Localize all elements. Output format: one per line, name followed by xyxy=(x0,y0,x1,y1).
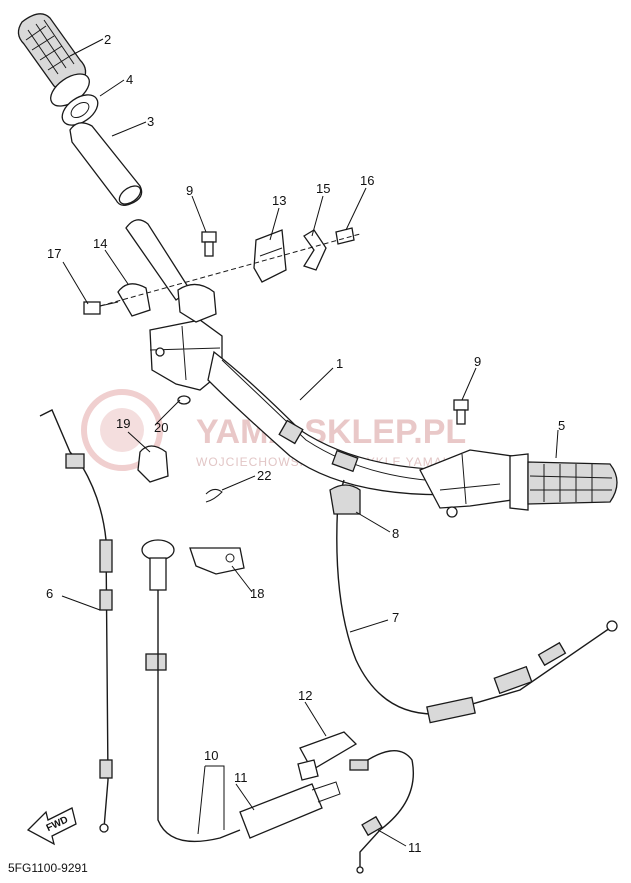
callout-21: 20 xyxy=(154,420,168,435)
callout-8: 8 xyxy=(392,526,399,541)
callout-5: 5 xyxy=(558,418,565,433)
callout-6: 6 xyxy=(46,586,53,601)
clip-22 xyxy=(205,488,223,503)
starter-cable xyxy=(141,539,341,843)
callout-13: 12 xyxy=(298,688,312,703)
left-grip xyxy=(17,13,90,107)
callout-22: 22 xyxy=(257,468,271,483)
left-lever-housing xyxy=(149,283,223,391)
screw-18 xyxy=(83,301,119,315)
bolt-9-right xyxy=(453,399,469,425)
callout-17: 16 xyxy=(360,173,374,188)
callout-14: 13 xyxy=(272,193,286,208)
clip-16 xyxy=(303,229,327,271)
throttle-cable xyxy=(329,479,618,724)
leader-lines xyxy=(61,38,559,847)
fwd-arrow: FWD xyxy=(26,807,77,846)
callout-1: 1 xyxy=(336,356,343,371)
callout-18: 17 xyxy=(47,246,61,261)
callout-3: 3 xyxy=(147,114,154,129)
handlebar-left-end xyxy=(125,219,191,301)
callout-2: 2 xyxy=(104,32,111,47)
cable-12 xyxy=(349,750,414,874)
bolt-9-left xyxy=(201,231,217,257)
callout-9-right: 9 xyxy=(474,354,481,369)
alignment-line xyxy=(99,233,361,307)
cable-holder-13 xyxy=(297,731,358,781)
choke-cable xyxy=(39,409,113,833)
grip-tube xyxy=(69,122,143,206)
holder-15 xyxy=(117,283,151,317)
part-code: 5FG1100-9291 xyxy=(8,861,88,875)
cable-holder-20 xyxy=(137,445,169,483)
right-grip xyxy=(509,453,618,511)
callout-4: 4 xyxy=(126,72,133,87)
callout-15: 14 xyxy=(93,236,107,251)
callout-20: 19 xyxy=(116,416,130,431)
callout-labels: 2 4 3 9 13 15 16 17 14 1 9 5 19 20 22 8 … xyxy=(46,32,565,855)
callout-19: 18 xyxy=(250,586,264,601)
callout-9-left: 9 xyxy=(186,183,193,198)
watermark-main: YAMA-SKLEP.PL xyxy=(196,413,466,451)
callout-10: 10 xyxy=(204,748,218,763)
grip-collar xyxy=(61,94,99,126)
pin-21 xyxy=(177,395,191,405)
callout-12: 11 xyxy=(408,840,422,855)
bracket-19 xyxy=(189,547,245,575)
callout-7: 7 xyxy=(392,610,399,625)
callout-16: 15 xyxy=(316,181,330,196)
callout-11: 11 xyxy=(234,770,248,785)
